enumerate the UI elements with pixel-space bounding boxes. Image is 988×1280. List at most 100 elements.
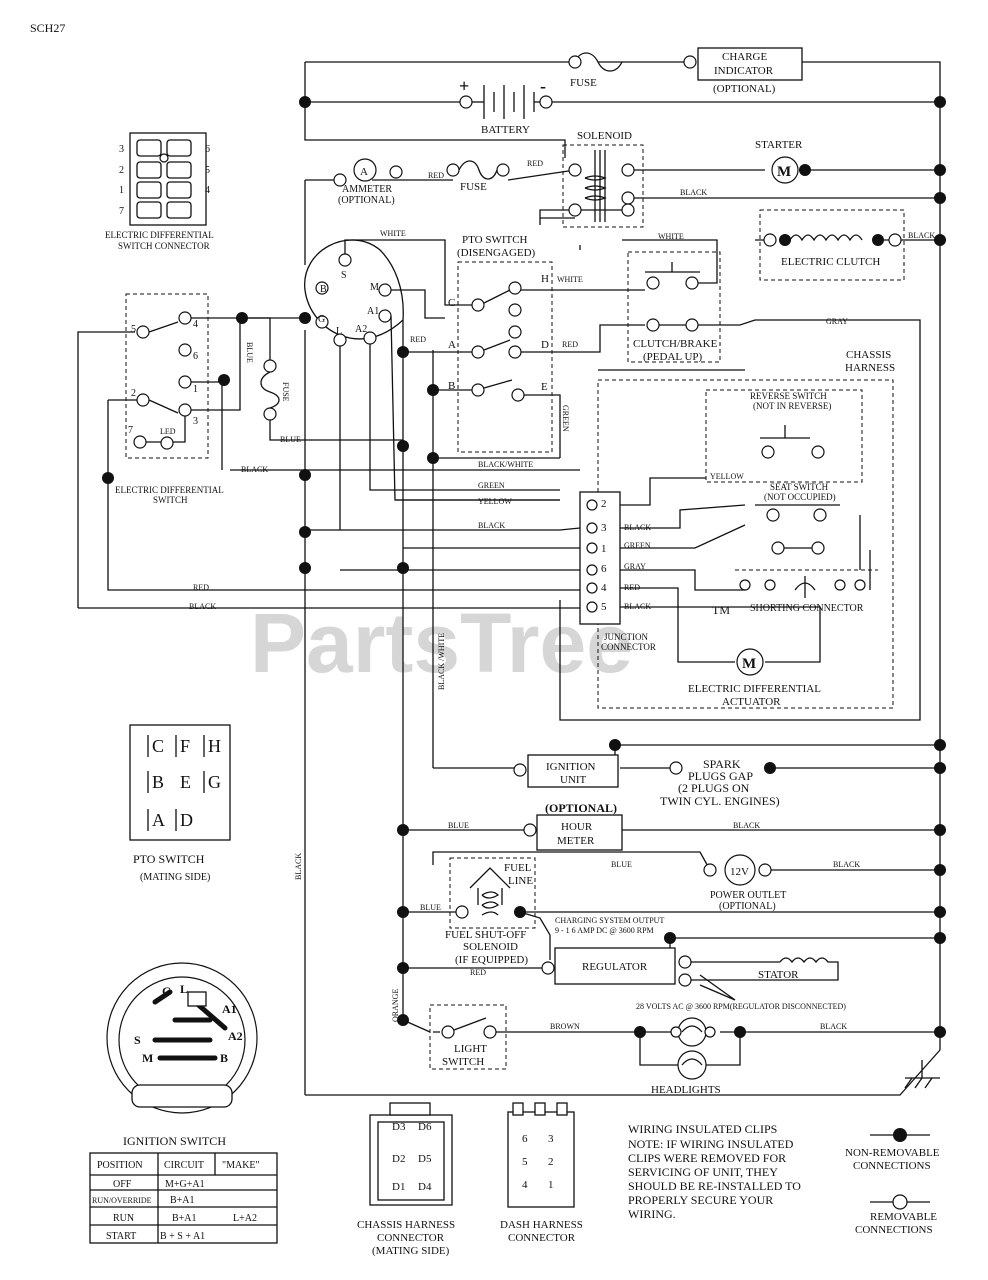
harness-wires	[77, 331, 581, 609]
ign-table-r2-make: L+A2	[233, 1213, 257, 1224]
junction-pin-4: 4	[601, 582, 607, 594]
edsc-pin-2: 2	[119, 165, 124, 176]
wl-black-j3: BLACK	[624, 523, 651, 532]
pto-term-a: A	[448, 339, 456, 351]
pto-letter-c: C	[152, 736, 164, 756]
dash-pin-2: 2	[548, 1156, 554, 1168]
fuel-line-label-1: FUEL	[504, 862, 532, 874]
ign-table-h-position: POSITION	[97, 1160, 143, 1171]
solenoid-label: SOLENOID	[577, 130, 632, 142]
fuse-vertical: FUSE	[240, 317, 403, 441]
not-in-reverse-label: (NOT IN REVERSE)	[753, 401, 831, 411]
solenoid: SOLENOID	[562, 130, 644, 228]
spark-plugs-line1: SPARK	[703, 757, 741, 771]
reverse-switch-label: REVERSE SWITCH	[750, 391, 827, 401]
ammeter-label: AMMETER	[342, 184, 392, 195]
chassis-pin-d3: D3	[392, 1121, 406, 1133]
fuel-solenoid-line3: (IF EQUIPPED)	[455, 954, 528, 966]
regulator: CHARGING SYSTEM OUTPUT 9 - 1 6 AMP DC @ …	[541, 916, 846, 1011]
dash-pin-4: 4	[522, 1179, 528, 1191]
hour-meter-line2: METER	[557, 835, 595, 847]
eds-pin-3: 3	[193, 416, 198, 427]
watermark-tm: TM	[712, 603, 730, 617]
chassis-pin-d4: D4	[418, 1181, 432, 1193]
note-line-2: NOTE: IF WIRING INSULATED	[628, 1137, 794, 1151]
clutch-brake: CLUTCH/BRAKE (PEDAL UP)	[627, 251, 721, 363]
junction-pin-6: 6	[601, 563, 607, 575]
wl-white-1: WHITE	[380, 229, 406, 238]
pto-letter-g: G	[208, 772, 221, 792]
hour-meter-line1: HOUR	[561, 821, 593, 833]
ignition-unit-line2: UNIT	[560, 774, 587, 786]
power-outlet: 12V POWER OUTLET (OPTIONAL)	[703, 854, 786, 912]
note-line-3: CLIPS WERE REMOVED FOR	[628, 1151, 786, 1165]
pto-term-c: C	[448, 297, 455, 309]
wl-brown: BROWN	[550, 1022, 580, 1031]
dash-pin-6: 6	[522, 1133, 528, 1145]
starter-m: M	[777, 164, 791, 180]
note-line-6: PROPERLY SECURE YOUR	[628, 1193, 773, 1207]
hour-meter-optional: (OPTIONAL)	[545, 801, 617, 815]
ignition-unit: IGNITION UNIT SPARK PLUGS GAP (2 PLUGS O…	[513, 754, 780, 808]
electric-clutch-label: ELECTRIC CLUTCH	[781, 256, 880, 268]
page-code: SCH27	[30, 21, 65, 35]
eds-label-2: SWITCH	[153, 495, 188, 505]
charge-indicator-optional: (OPTIONAL)	[713, 83, 776, 95]
battery-plus: +	[459, 76, 469, 96]
chassis-connector-line3: (MATING SIDE)	[372, 1245, 450, 1257]
not-occupied-label: (NOT OCCUPIED)	[764, 492, 836, 502]
wl-black-white-v: BLACK /WHITE	[437, 633, 446, 690]
shorting-connector-label: SHORTING CONNECTOR	[750, 603, 864, 614]
legend-non-removable-dot	[893, 1128, 907, 1142]
wl-blue-outlet: BLUE	[611, 860, 632, 869]
diff-actuator-line1: ELECTRIC DIFFERENTIAL	[688, 683, 821, 695]
junction-label-1: JUNCTION	[604, 632, 648, 642]
dash-pin-3: 3	[548, 1133, 554, 1145]
chassis-connector-line2: CONNECTOR	[377, 1232, 445, 1244]
wl-blue-v: BLUE	[245, 342, 254, 363]
ign-table-r3-circuit: B + S + A1	[160, 1231, 205, 1242]
note-line-7: WIRING.	[628, 1207, 676, 1221]
ign-term-m: M	[370, 282, 379, 293]
edsc-pin-4: 4	[205, 185, 210, 196]
ign-term-l: L	[336, 326, 342, 337]
ign-table-r0-pos: OFF	[113, 1179, 132, 1190]
fuse-mid-label: FUSE	[460, 181, 487, 193]
wl-gray-j6: GRAY	[624, 562, 646, 571]
note-line-5: SHOULD BE RE-INSTALLED TO	[628, 1179, 801, 1193]
wl-blue-h: BLUE	[280, 435, 301, 444]
ign-face-m: M	[142, 1051, 153, 1065]
ign-table-r0-circuit: M+G+A1	[165, 1179, 205, 1190]
wl-black-long: BLACK	[189, 602, 216, 611]
charge-indicator: CHARGE INDICATOR (OPTIONAL)	[697, 47, 803, 95]
seat-switch-label: SEAT SWITCH	[770, 482, 829, 492]
fuse-mid: FUSE	[446, 160, 510, 193]
ign-table-h-circuit: CIRCUIT	[164, 1160, 204, 1171]
non-removable-dots	[102, 96, 946, 1038]
ignition-switch-symbol: S B M A1 G L A2	[304, 239, 404, 347]
eds-connector: 3 6 2 5 1 4 7 ELECTRIC DIFFERENTIAL SWIT…	[105, 132, 214, 251]
pto-mating-line1: PTO SWITCH	[133, 852, 205, 866]
wl-black-head: BLACK	[820, 1022, 847, 1031]
chassis-pin-d6: D6	[418, 1121, 432, 1133]
stator-note: 28 VOLTS AC @ 3600 RPM(REGULATOR DISCONN…	[636, 1002, 846, 1011]
charging-output-line2: 9 - 1 6 AMP DC @ 3600 RPM	[555, 926, 654, 935]
eds-pin-5: 5	[131, 324, 136, 335]
clips-note: WIRING INSULATED CLIPS NOTE: IF WIRING I…	[628, 1122, 801, 1221]
hour-meter: (OPTIONAL) HOUR METER	[523, 801, 623, 851]
pto-mating-line2: (MATING SIDE)	[140, 872, 210, 883]
diff-actuator: M ELECTRIC DIFFERENTIAL ACTUATOR	[688, 648, 821, 708]
chassis-harness-connector: D3 D6 D2 D5 D1 D4 CHASSIS HARNESS CONNEC…	[357, 1102, 455, 1257]
wl-red-pto-d: RED	[562, 340, 578, 349]
chassis-pin-d2: D2	[392, 1153, 405, 1165]
light-switch-line1: LIGHT	[454, 1043, 487, 1055]
wire-labels: RED RED BLACK WHITE WHITE WHITE BLACK GR…	[189, 159, 935, 1031]
wl-red-pto-a: RED	[410, 335, 426, 344]
wl-red-long: RED	[193, 583, 209, 592]
ignition-switch-face: G L A1 A2 S M B IGNITION SWITCH	[106, 962, 258, 1148]
spark-plugs-line3: (2 PLUGS ON	[678, 781, 750, 795]
electric-differential-switch: 5 4 6 1 2 3 7 LED ELECTRIC DIFFERENTIAL …	[115, 293, 305, 505]
ign-table-r1-pos: RUN/OVERRIDE	[92, 1196, 152, 1205]
frame-wires	[304, 61, 941, 1096]
